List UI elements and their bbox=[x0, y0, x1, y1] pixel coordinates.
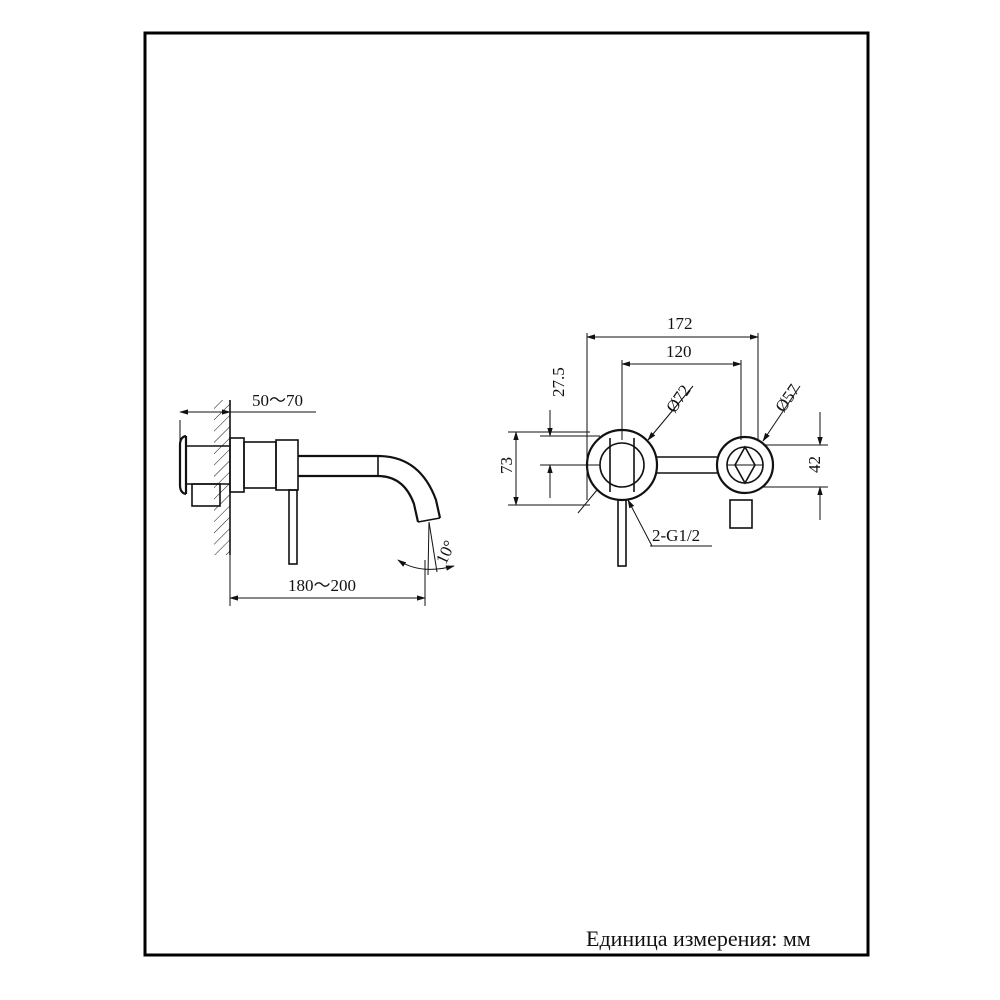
dim-left-diameter-label: Ø72 bbox=[662, 381, 694, 416]
dim-right-height-label: 42 bbox=[805, 456, 824, 473]
right-plate-outer bbox=[715, 435, 775, 495]
dim-offset-label: 27.5 bbox=[549, 367, 568, 397]
dim-right-diameter-leader bbox=[762, 385, 801, 442]
dim-total-width-label: 172 bbox=[667, 314, 693, 333]
front-view: 172 120 Ø72 Ø57 27.5 73 42 2-G1/2 bbox=[497, 314, 828, 567]
unit-note: Единица измерения: мм bbox=[586, 926, 811, 951]
mixer-body-box bbox=[191, 483, 221, 507]
dim-center-distance-label: 120 bbox=[666, 342, 692, 361]
left-plate-inner bbox=[599, 442, 645, 488]
wall-hatching bbox=[214, 400, 230, 555]
dim-wall-depth-label: 50～70 bbox=[252, 391, 303, 410]
right-plate-handle bbox=[734, 445, 756, 485]
lever-base bbox=[275, 439, 299, 491]
dim-angle-label: 10° bbox=[432, 537, 459, 567]
front-lever bbox=[617, 499, 627, 567]
front-spout bbox=[729, 499, 753, 529]
thread-label: 2-G1/2 bbox=[652, 526, 700, 545]
dim-right-diameter-label: Ø57 bbox=[771, 380, 804, 415]
dim-spout-reach-label: 180～200 bbox=[288, 576, 356, 595]
thread-leader bbox=[627, 499, 653, 547]
spout-pipe bbox=[298, 454, 442, 519]
mixer-housing bbox=[229, 437, 245, 493]
wall-flange bbox=[178, 434, 187, 496]
dim-left-diameter-leader bbox=[647, 385, 694, 441]
lever-handle bbox=[288, 489, 298, 565]
side-view: 50～70 180～200 10° bbox=[178, 391, 459, 606]
spout-outlet bbox=[417, 517, 441, 523]
dim-left-height-label: 73 bbox=[497, 457, 516, 474]
drawing-frame bbox=[143, 31, 870, 957]
dim-angle-arc bbox=[397, 559, 455, 571]
